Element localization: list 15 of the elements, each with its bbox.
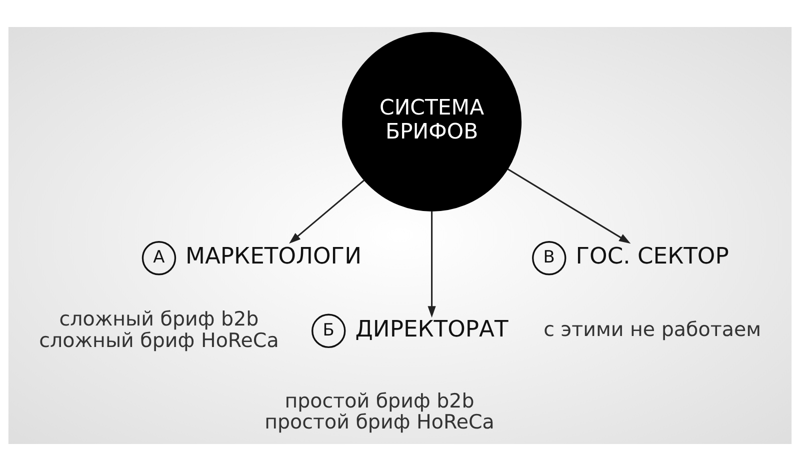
node-label: сложный бриф HoReCa [39, 328, 279, 352]
node-label: сложный бриф b2b [59, 308, 259, 331]
arrow [289, 180, 365, 244]
node-label: с этими не работаем [544, 318, 762, 342]
node-circle: Б [312, 314, 346, 348]
arrow [428, 211, 436, 318]
node-text: ГОС. СЕКТОР [576, 243, 729, 270]
arrow [507, 168, 631, 244]
node-text: МАРКЕТОЛОГИ [185, 243, 362, 270]
node-circle: А [142, 241, 176, 276]
node-text: ДИРЕКТОРАТ [355, 316, 508, 342]
node-label: простой бриф HoReCa [264, 410, 494, 434]
node-label: простой бриф b2b [284, 390, 474, 413]
node-circle: СИСТЕМА БРИФОВ [342, 32, 522, 212]
node-circle: В [532, 241, 566, 276]
